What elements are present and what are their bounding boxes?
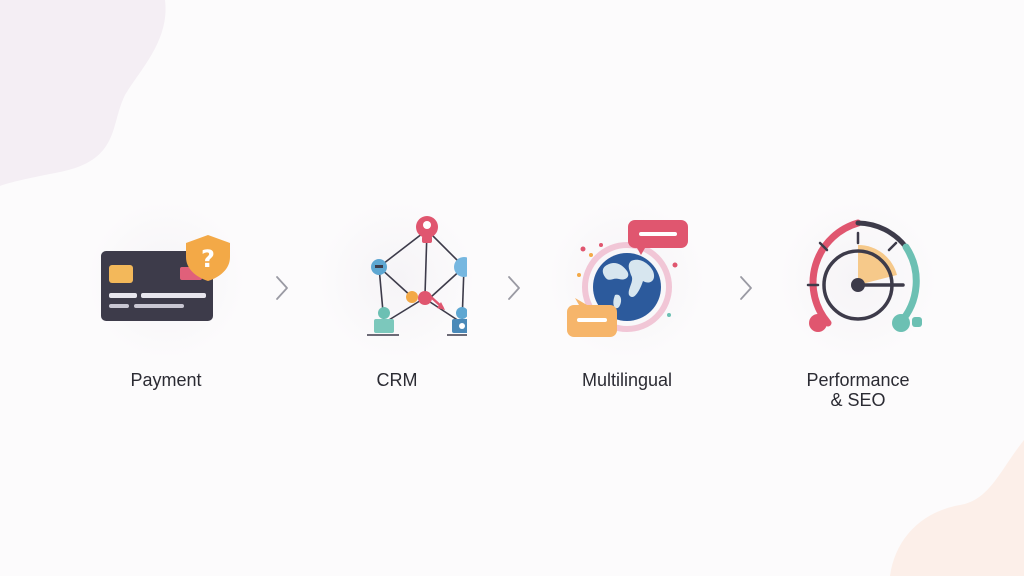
- step-label: Multilingual: [581, 370, 673, 390]
- chevron-right-icon: [508, 276, 520, 300]
- step-crm: CRM: [297, 200, 497, 440]
- step-label: CRM: [376, 370, 418, 390]
- svg-text:?: ?: [201, 245, 215, 273]
- step-payment: ? Payment: [66, 200, 266, 440]
- step-multilingual: Multilingual: [527, 200, 727, 440]
- globe-chat-icon: [567, 220, 688, 337]
- step-label: Payment: [130, 370, 202, 390]
- network-nodes-icon: [367, 216, 467, 336]
- speedometer-icon: [806, 219, 922, 332]
- credit-card-shield-icon: ?: [101, 235, 230, 321]
- chevron-right-icon: [276, 276, 288, 300]
- step-label: Performance & SEO: [806, 370, 910, 410]
- chevron-right-icon: [740, 276, 752, 300]
- step-performance-seo: Performance & SEO: [758, 200, 958, 440]
